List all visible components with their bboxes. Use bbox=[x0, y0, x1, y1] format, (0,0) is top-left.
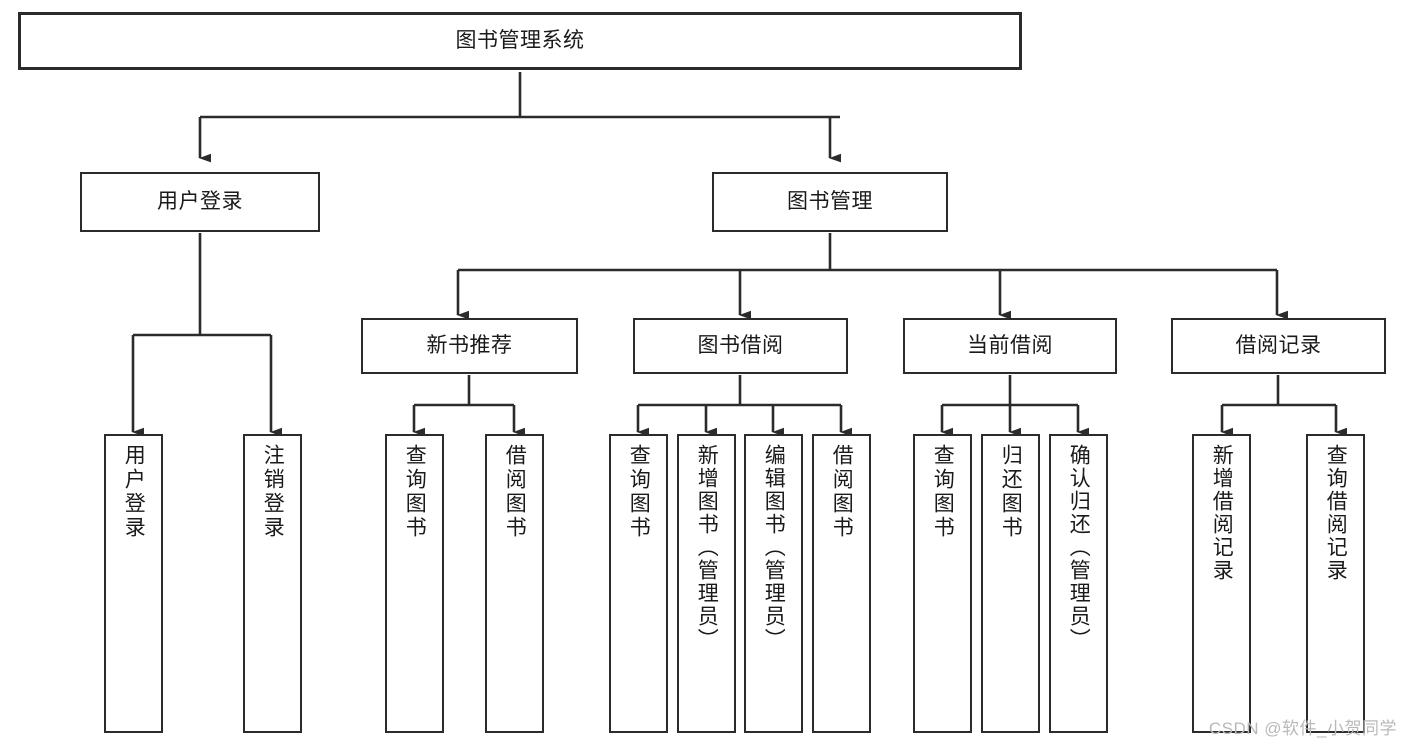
leaf-confirm-return-admin[interactable]: 确认归还（管理员） bbox=[1049, 434, 1108, 733]
leaf-add-book-admin[interactable]: 新增图书（管理员） bbox=[677, 434, 736, 733]
leaf-query-book-borrow[interactable]: 查询图书 bbox=[609, 434, 668, 733]
node-label: 编辑图书（管理员） bbox=[762, 444, 786, 651]
node-label: 查询图书 bbox=[931, 444, 955, 540]
leaf-query-book-current[interactable]: 查询图书 bbox=[913, 434, 972, 733]
leaf-logout-login[interactable]: 注销登录 bbox=[243, 434, 302, 733]
node-label: 借阅图书 bbox=[830, 444, 854, 540]
node-borrow-record[interactable]: 借阅记录 bbox=[1171, 318, 1386, 374]
node-label: 借阅图书 bbox=[503, 444, 527, 540]
node-label: 查询图书 bbox=[403, 444, 427, 540]
leaf-borrow-book[interactable]: 借阅图书 bbox=[812, 434, 871, 733]
node-label: 查询借阅记录 bbox=[1324, 444, 1348, 582]
node-root-system[interactable]: 图书管理系统 bbox=[18, 12, 1022, 70]
node-label: 新书推荐 bbox=[426, 333, 513, 357]
node-label: 注销登录 bbox=[261, 444, 285, 540]
node-label: 新增图书（管理员） bbox=[695, 444, 719, 651]
node-label: 查询图书 bbox=[627, 444, 651, 540]
node-label: 新增借阅记录 bbox=[1210, 444, 1234, 582]
watermark: CSDN @软件_小贺同学 bbox=[1208, 719, 1397, 738]
node-label: 图书借阅 bbox=[697, 333, 784, 357]
leaf-user-login[interactable]: 用户登录 bbox=[104, 434, 163, 733]
leaf-add-borrow-record[interactable]: 新增借阅记录 bbox=[1192, 434, 1251, 733]
node-label: 借阅记录 bbox=[1235, 333, 1322, 357]
leaf-edit-book-admin[interactable]: 编辑图书（管理员） bbox=[744, 434, 803, 733]
node-label: 当前借阅 bbox=[967, 333, 1053, 357]
leaf-return-book[interactable]: 归还图书 bbox=[981, 434, 1040, 733]
node-label: 用户登录 bbox=[122, 444, 146, 540]
leaf-query-book-recommend[interactable]: 查询图书 bbox=[385, 434, 444, 733]
node-book-management[interactable]: 图书管理 bbox=[712, 172, 948, 232]
node-label: 图书管理 bbox=[787, 189, 873, 213]
leaf-query-borrow-record[interactable]: 查询借阅记录 bbox=[1306, 434, 1365, 733]
node-label: 确认归还（管理员） bbox=[1067, 444, 1091, 651]
node-label: 图书管理系统 bbox=[455, 28, 585, 52]
node-new-book-recommend[interactable]: 新书推荐 bbox=[361, 318, 578, 374]
node-current-borrow[interactable]: 当前借阅 bbox=[903, 318, 1117, 374]
node-user-login[interactable]: 用户登录 bbox=[80, 172, 320, 232]
leaf-borrow-book-recommend[interactable]: 借阅图书 bbox=[485, 434, 544, 733]
node-label: 用户登录 bbox=[157, 189, 243, 213]
node-book-borrow[interactable]: 图书借阅 bbox=[633, 318, 848, 374]
node-label: 归还图书 bbox=[999, 444, 1023, 540]
